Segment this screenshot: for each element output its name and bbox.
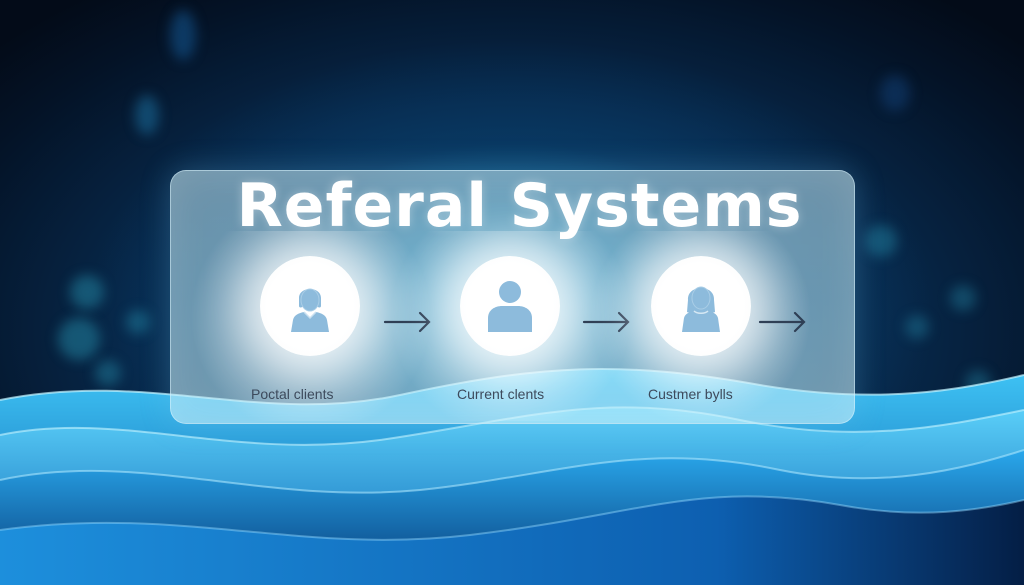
bokeh-light: [880, 75, 910, 111]
woman-user-icon: [682, 286, 720, 332]
bokeh-light: [865, 225, 897, 257]
step-2-label: Current clents: [457, 386, 545, 402]
bokeh-light: [905, 315, 929, 339]
bokeh-light: [70, 275, 104, 309]
step-1-circle: [260, 256, 360, 356]
businesswoman-icon: [291, 288, 329, 332]
bokeh-light: [95, 360, 121, 386]
step-2-circle: [460, 256, 560, 356]
step-3-circle: [651, 256, 751, 356]
step-1-label: Poctal clients: [251, 386, 334, 402]
referral-card: Referal Systems Poctal clients Current c…: [170, 170, 855, 424]
arrow-right-icon: [383, 311, 431, 333]
bokeh-light: [135, 95, 159, 135]
card-title: Referal Systems: [236, 171, 803, 241]
bokeh-light: [170, 10, 196, 60]
user-icon: [488, 281, 532, 332]
bokeh-light: [58, 318, 100, 360]
arrow-right-icon: [758, 311, 806, 333]
step-3-label: Custmer bylls: [648, 386, 733, 402]
bokeh-light: [950, 285, 976, 311]
arrow-right-icon: [582, 311, 630, 333]
bokeh-light: [126, 310, 150, 334]
